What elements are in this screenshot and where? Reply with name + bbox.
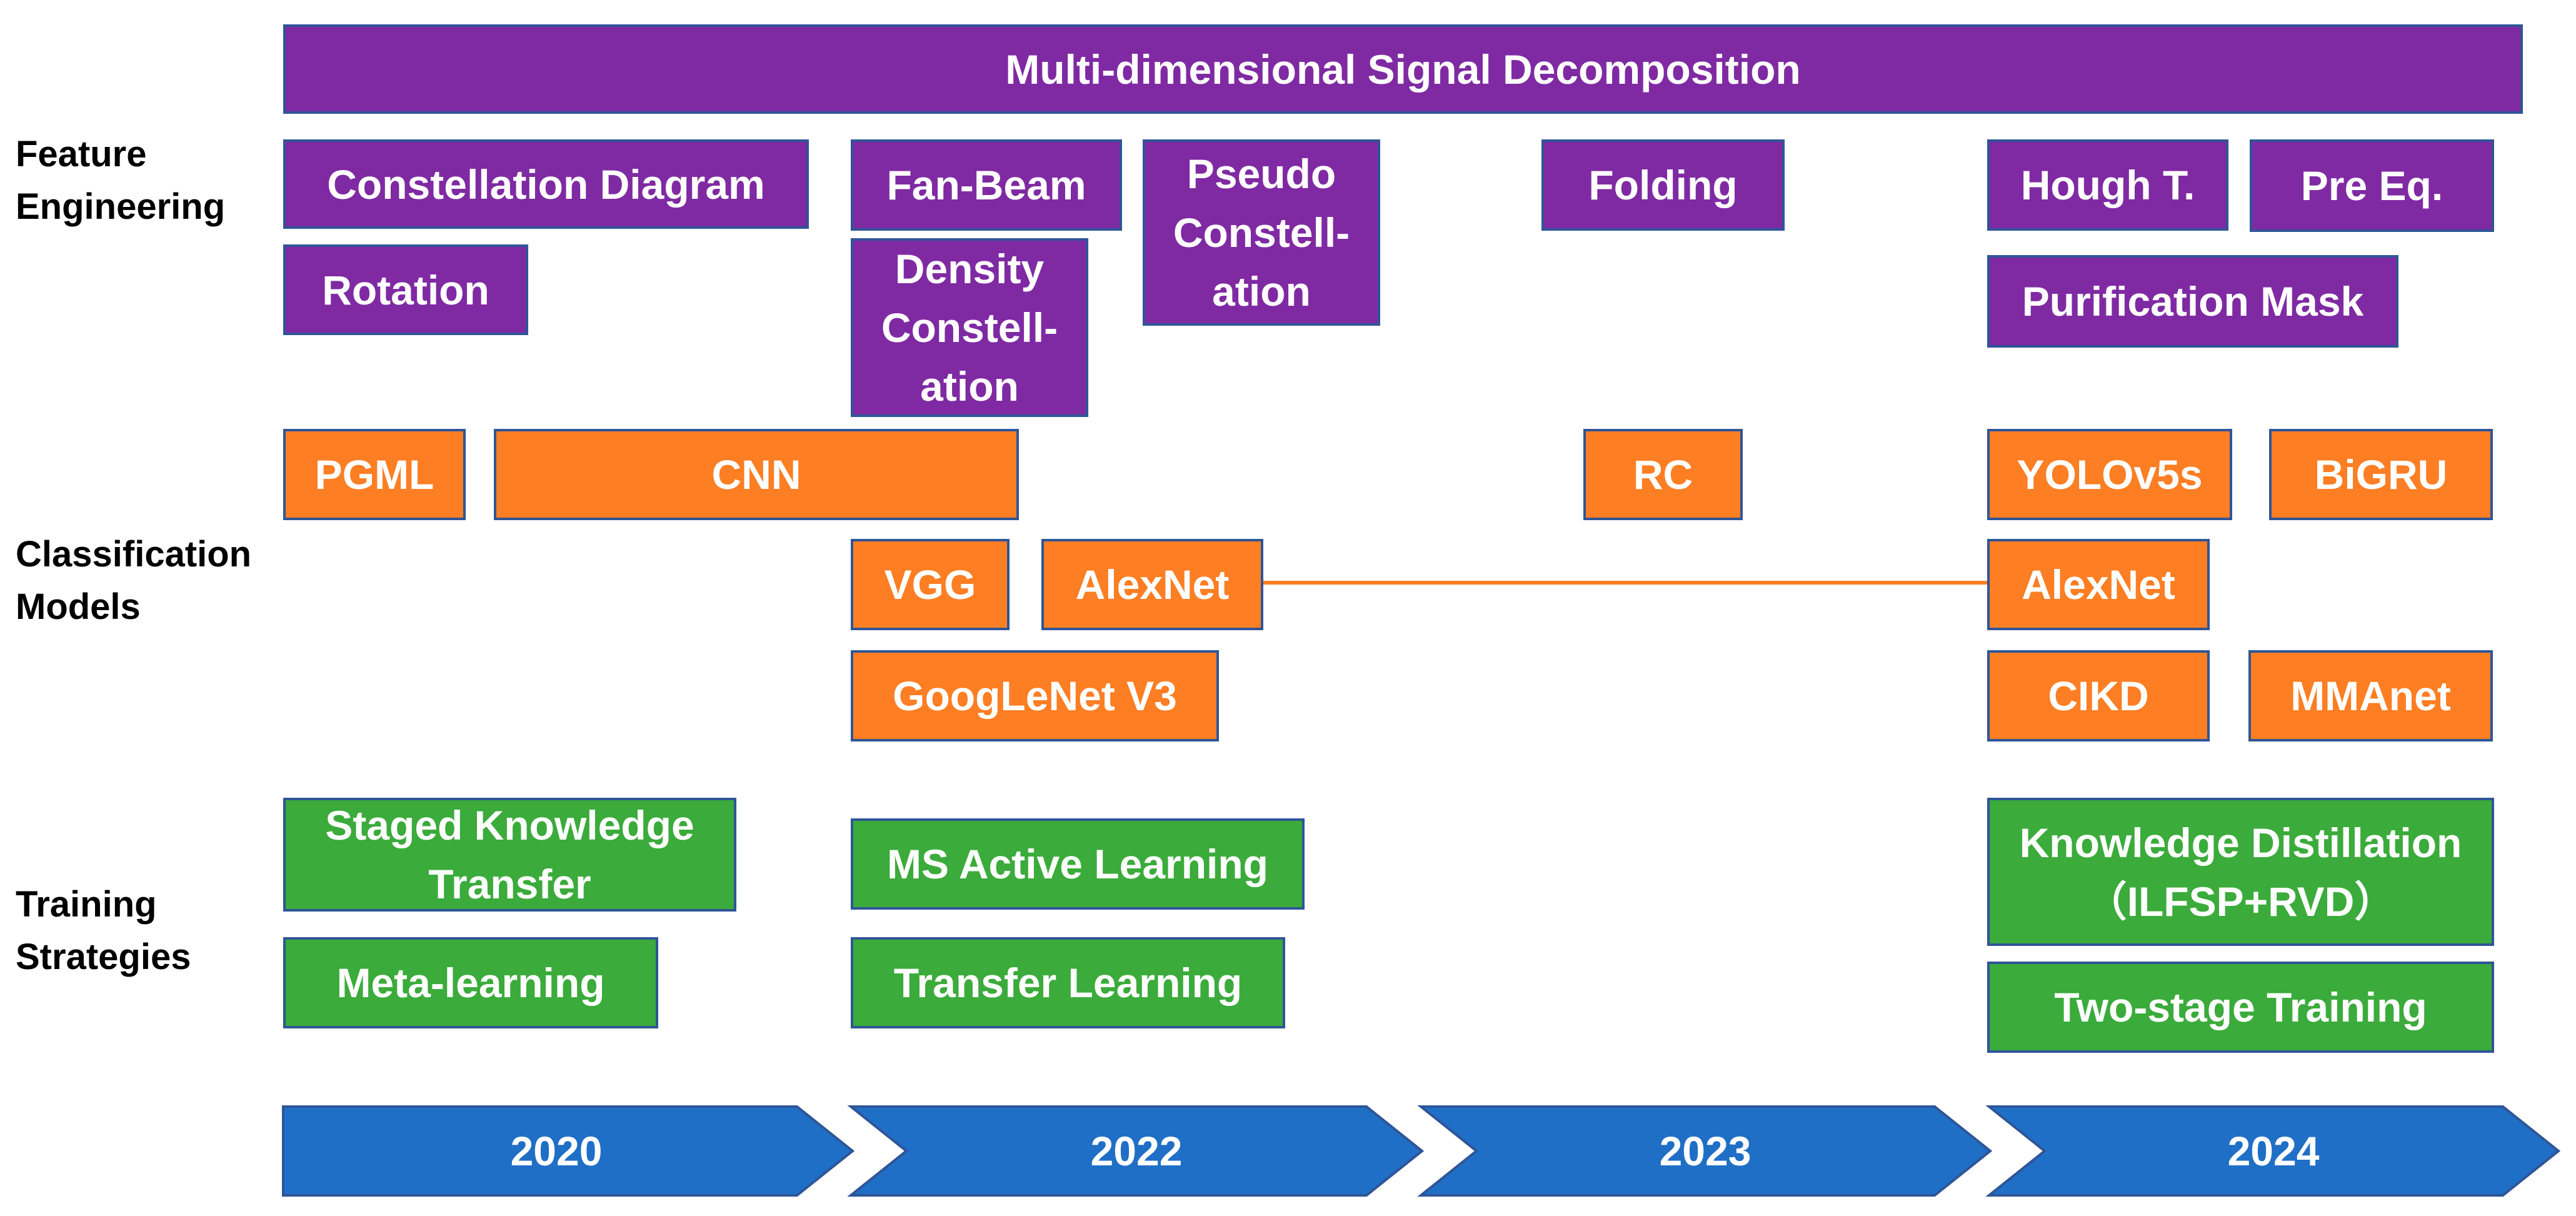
year-label-2024: 2024 <box>2228 1128 2320 1174</box>
pseudo-constellation-box: Pseudo Constell- ation <box>1143 139 1380 326</box>
ms-active-learning-box: MS Active Learning <box>851 818 1305 910</box>
pre-equalization-box: Pre Eq. <box>2250 139 2494 232</box>
year-label-2022: 2022 <box>1091 1128 1183 1174</box>
folding-box: Folding <box>1541 139 1785 231</box>
purification-mask-box: Purification Mask <box>1987 255 2398 348</box>
pgml-box: PGML <box>283 429 466 520</box>
hough-transform-box: Hough T. <box>1987 139 2228 231</box>
row-label-training-strategies: Training Strategies <box>16 884 191 977</box>
alexnet-2022-box: AlexNet <box>1041 539 1263 630</box>
mmanet-box: MMAnet <box>2248 650 2493 741</box>
year-label-2023: 2023 <box>1660 1128 1752 1174</box>
density-constellation-box: Density Constell- ation <box>851 238 1088 417</box>
row-label-classification-models: Classification Models <box>16 534 252 627</box>
row-label-feature-engineering: Feature Engineering <box>16 134 226 227</box>
vgg-box: VGG <box>851 539 1010 630</box>
staged-knowledge-transfer-box: Staged Knowledge Transfer <box>283 798 736 912</box>
transfer-learning-box: Transfer Learning <box>851 937 1285 1028</box>
multi-dimensional-signal-decomposition-box: Multi-dimensional Signal Decomposition <box>283 24 2523 114</box>
two-stage-training-box: Two-stage Training <box>1987 962 2494 1053</box>
year-arrow-2020 <box>282 1105 855 1197</box>
meta-learning-box: Meta-learning <box>283 937 658 1028</box>
year-arrow-2022 <box>847 1105 1425 1197</box>
yolov5s-box: YOLOv5s <box>1987 429 2232 520</box>
rotation-box: Rotation <box>283 244 528 335</box>
knowledge-distillation-box: Knowledge Distillation （ILFSP+RVD） <box>1987 798 2494 946</box>
year-label-2020: 2020 <box>511 1128 603 1174</box>
year-arrow-2024 <box>1985 1105 2561 1197</box>
alexnet-2024-box: AlexNet <box>1987 539 2210 630</box>
cnn-box: CNN <box>494 429 1019 520</box>
bigru-box: BiGRU <box>2269 429 2493 520</box>
rc-box: RC <box>1583 429 1743 520</box>
googlenet-v3-box: GoogLeNet V3 <box>851 650 1219 741</box>
constellation-diagram-box: Constellation Diagram <box>283 139 809 229</box>
year-arrow-2023 <box>1417 1105 1993 1197</box>
cikd-box: CIKD <box>1987 650 2210 741</box>
fan-beam-box: Fan-Beam <box>851 139 1122 231</box>
